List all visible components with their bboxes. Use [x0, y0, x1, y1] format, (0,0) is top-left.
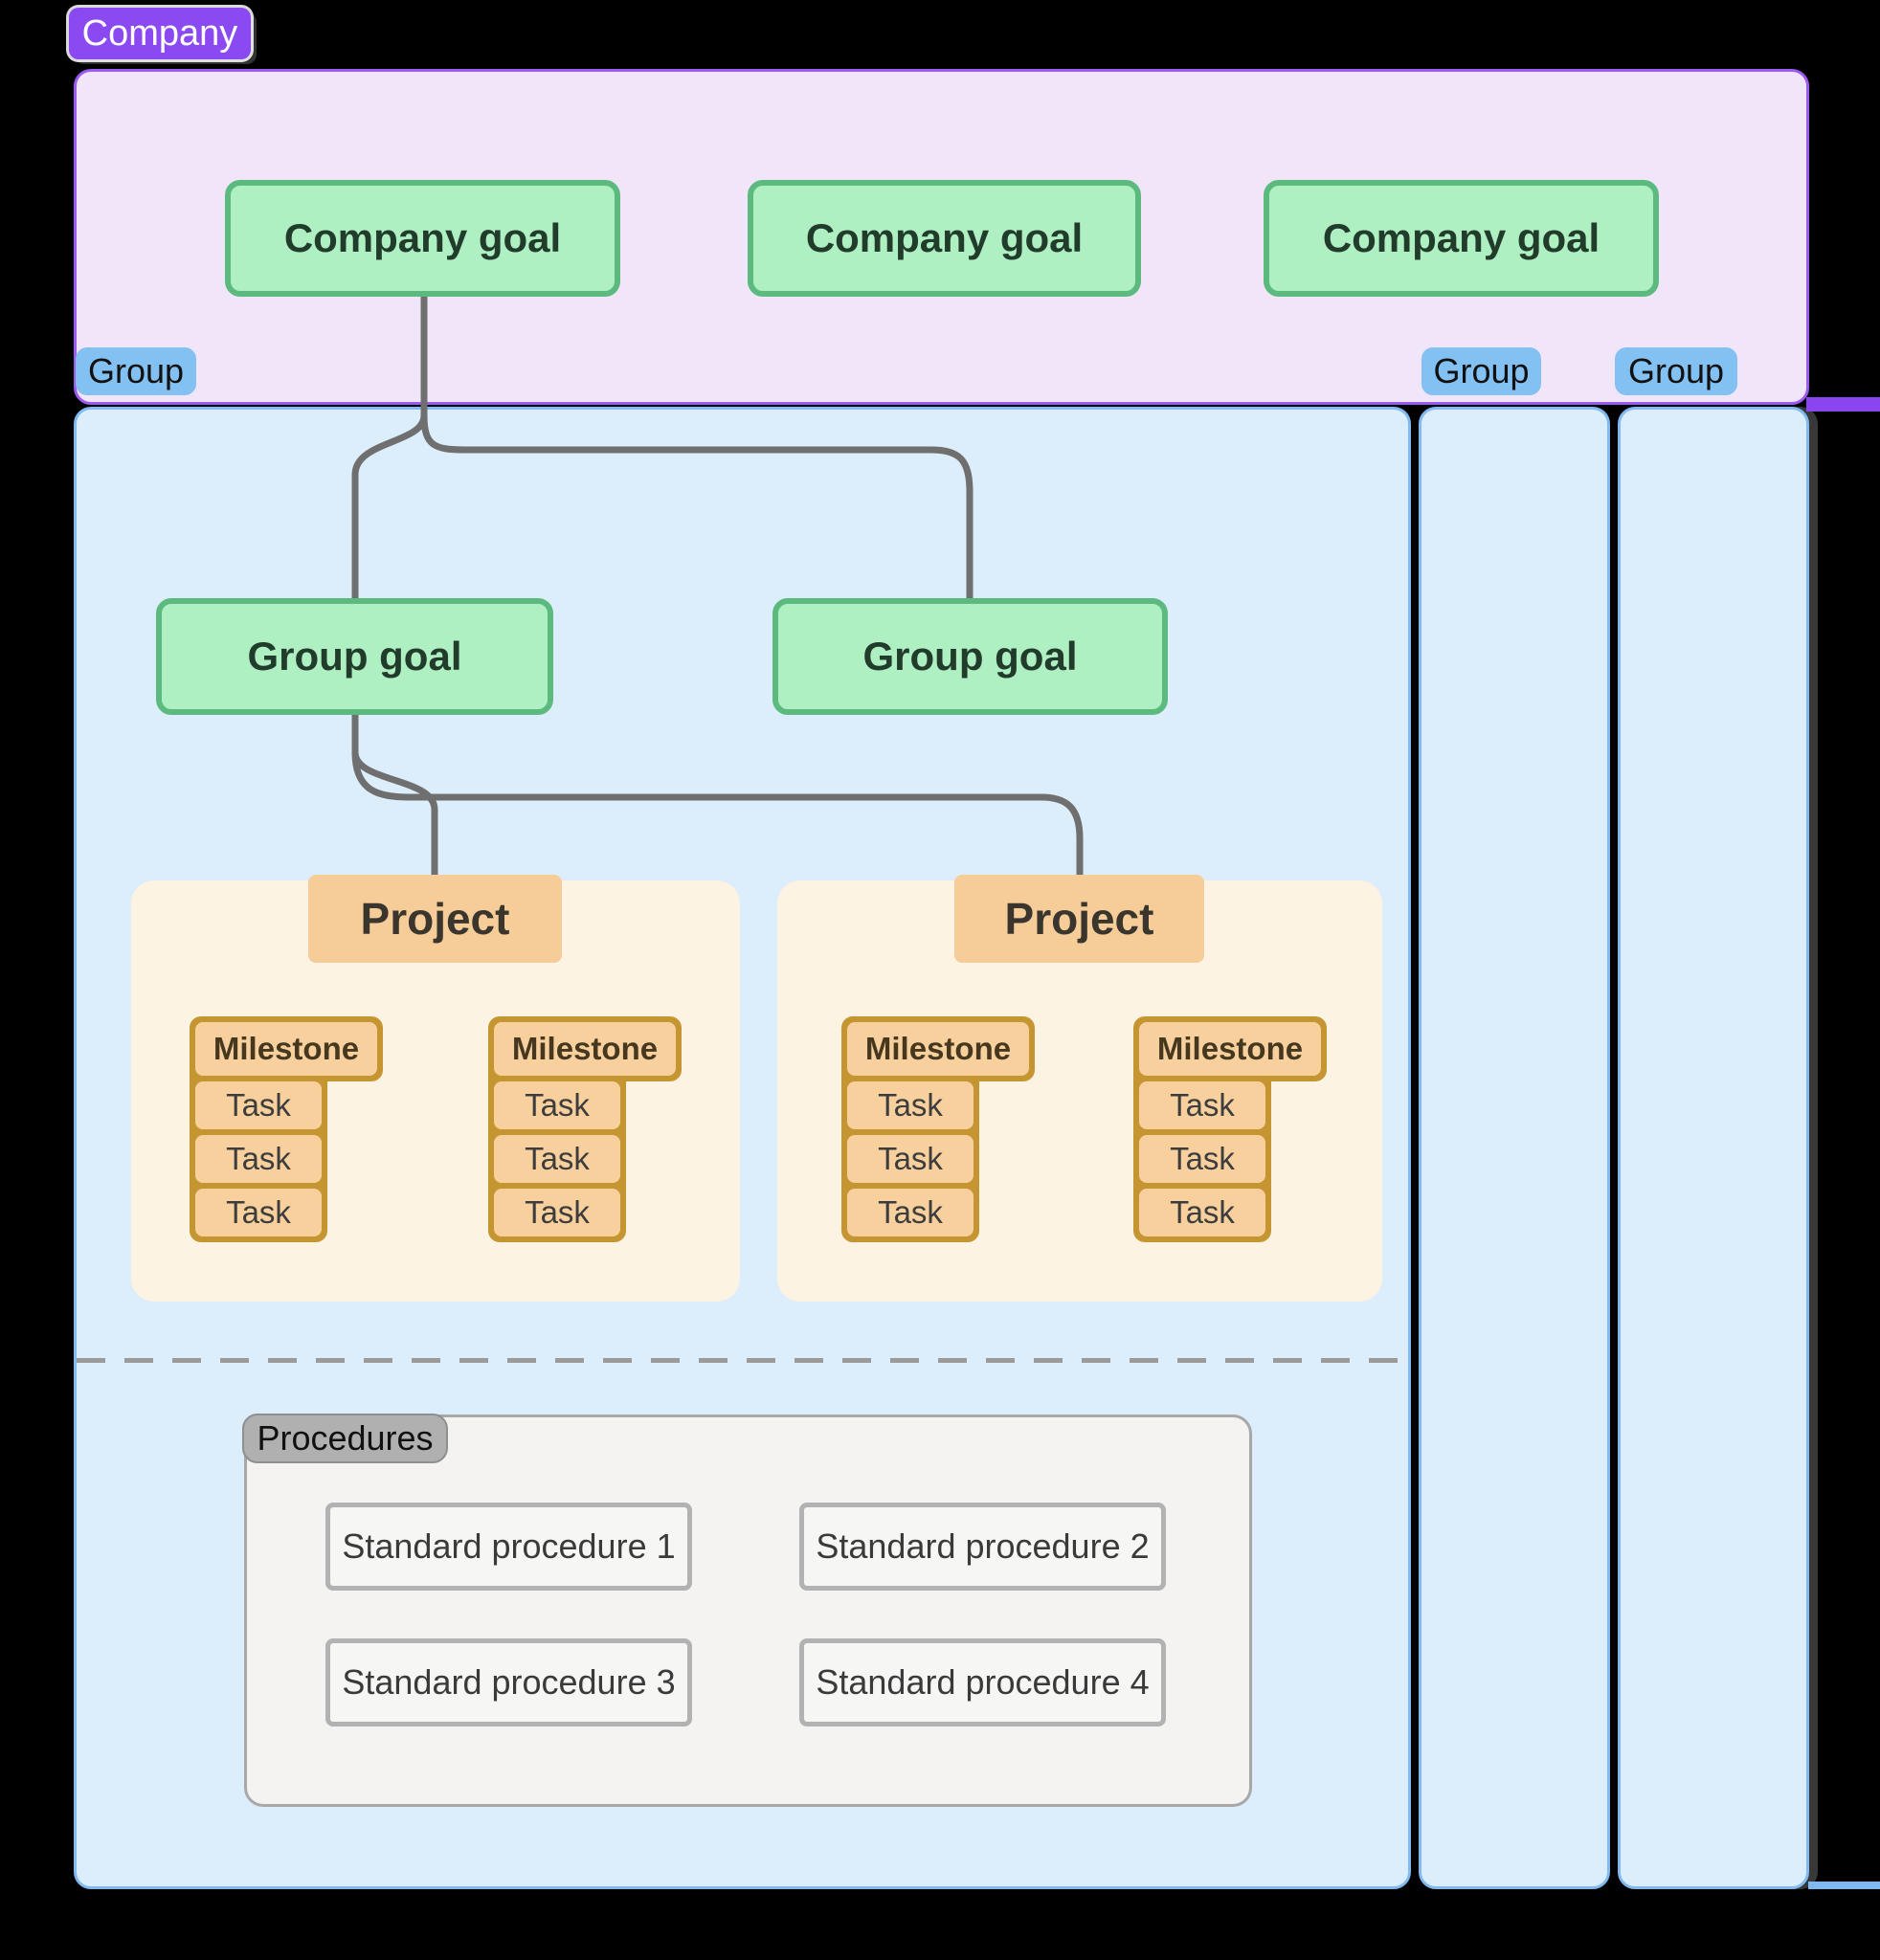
group-badge-1[interactable]: Group [76, 347, 196, 395]
procedures-container[interactable] [244, 1414, 1252, 1807]
milestone-header[interactable]: Milestone [1133, 1016, 1327, 1081]
milestone-label[interactable]: Milestone [847, 1022, 1029, 1076]
company-goal-1[interactable]: Company goal [225, 180, 620, 297]
milestone-header[interactable]: Milestone [190, 1016, 383, 1081]
company-badge[interactable]: Company [69, 8, 251, 59]
blue-edge-bar [1808, 1882, 1880, 1889]
task-item[interactable]: Task [195, 1189, 322, 1236]
project-2-header[interactable]: Project [954, 875, 1204, 963]
standard-procedure-4[interactable]: Standard procedure 4 [799, 1638, 1166, 1726]
milestone-task-stack: Task Task Task [841, 1081, 979, 1242]
project-1-header[interactable]: Project [308, 875, 562, 963]
milestone-group-p1-m2: Milestone Task Task Task [488, 1016, 682, 1242]
task-item[interactable]: Task [1139, 1189, 1265, 1236]
standard-procedure-1[interactable]: Standard procedure 1 [325, 1503, 692, 1591]
group-goal-1[interactable]: Group goal [156, 598, 553, 715]
procedures-badge[interactable]: Procedures [242, 1414, 448, 1463]
milestone-label[interactable]: Milestone [1139, 1022, 1321, 1076]
dashed-divider [77, 1358, 1408, 1363]
group-container-2[interactable] [1419, 407, 1610, 1889]
milestone-header[interactable]: Milestone [841, 1016, 1035, 1081]
milestone-label[interactable]: Milestone [195, 1022, 377, 1076]
task-item[interactable]: Task [195, 1081, 322, 1129]
standard-procedure-2[interactable]: Standard procedure 2 [799, 1503, 1166, 1591]
group-badge-3[interactable]: Group [1615, 347, 1737, 395]
purple-edge-bar [1806, 397, 1880, 412]
group-container-3[interactable] [1618, 407, 1809, 1889]
group-badge-2[interactable]: Group [1421, 347, 1541, 395]
task-item[interactable]: Task [847, 1081, 974, 1129]
task-item[interactable]: Task [847, 1189, 974, 1236]
milestone-task-stack: Task Task Task [488, 1081, 626, 1242]
task-item[interactable]: Task [494, 1189, 620, 1236]
group-goal-2[interactable]: Group goal [772, 598, 1168, 715]
task-item[interactable]: Task [1139, 1135, 1265, 1183]
task-item[interactable]: Task [1139, 1081, 1265, 1129]
task-item[interactable]: Task [494, 1135, 620, 1183]
company-goal-3[interactable]: Company goal [1264, 180, 1659, 297]
milestone-header[interactable]: Milestone [488, 1016, 682, 1081]
milestone-task-stack: Task Task Task [1133, 1081, 1271, 1242]
milestone-group-p2-m1: Milestone Task Task Task [841, 1016, 1035, 1242]
task-item[interactable]: Task [494, 1081, 620, 1129]
milestone-task-stack: Task Task Task [190, 1081, 327, 1242]
milestone-label[interactable]: Milestone [494, 1022, 676, 1076]
standard-procedure-3[interactable]: Standard procedure 3 [325, 1638, 692, 1726]
milestone-group-p2-m2: Milestone Task Task Task [1133, 1016, 1327, 1242]
task-item[interactable]: Task [195, 1135, 322, 1183]
task-item[interactable]: Task [847, 1135, 974, 1183]
company-goal-2[interactable]: Company goal [748, 180, 1141, 297]
milestone-group-p1-m1: Milestone Task Task Task [190, 1016, 383, 1242]
